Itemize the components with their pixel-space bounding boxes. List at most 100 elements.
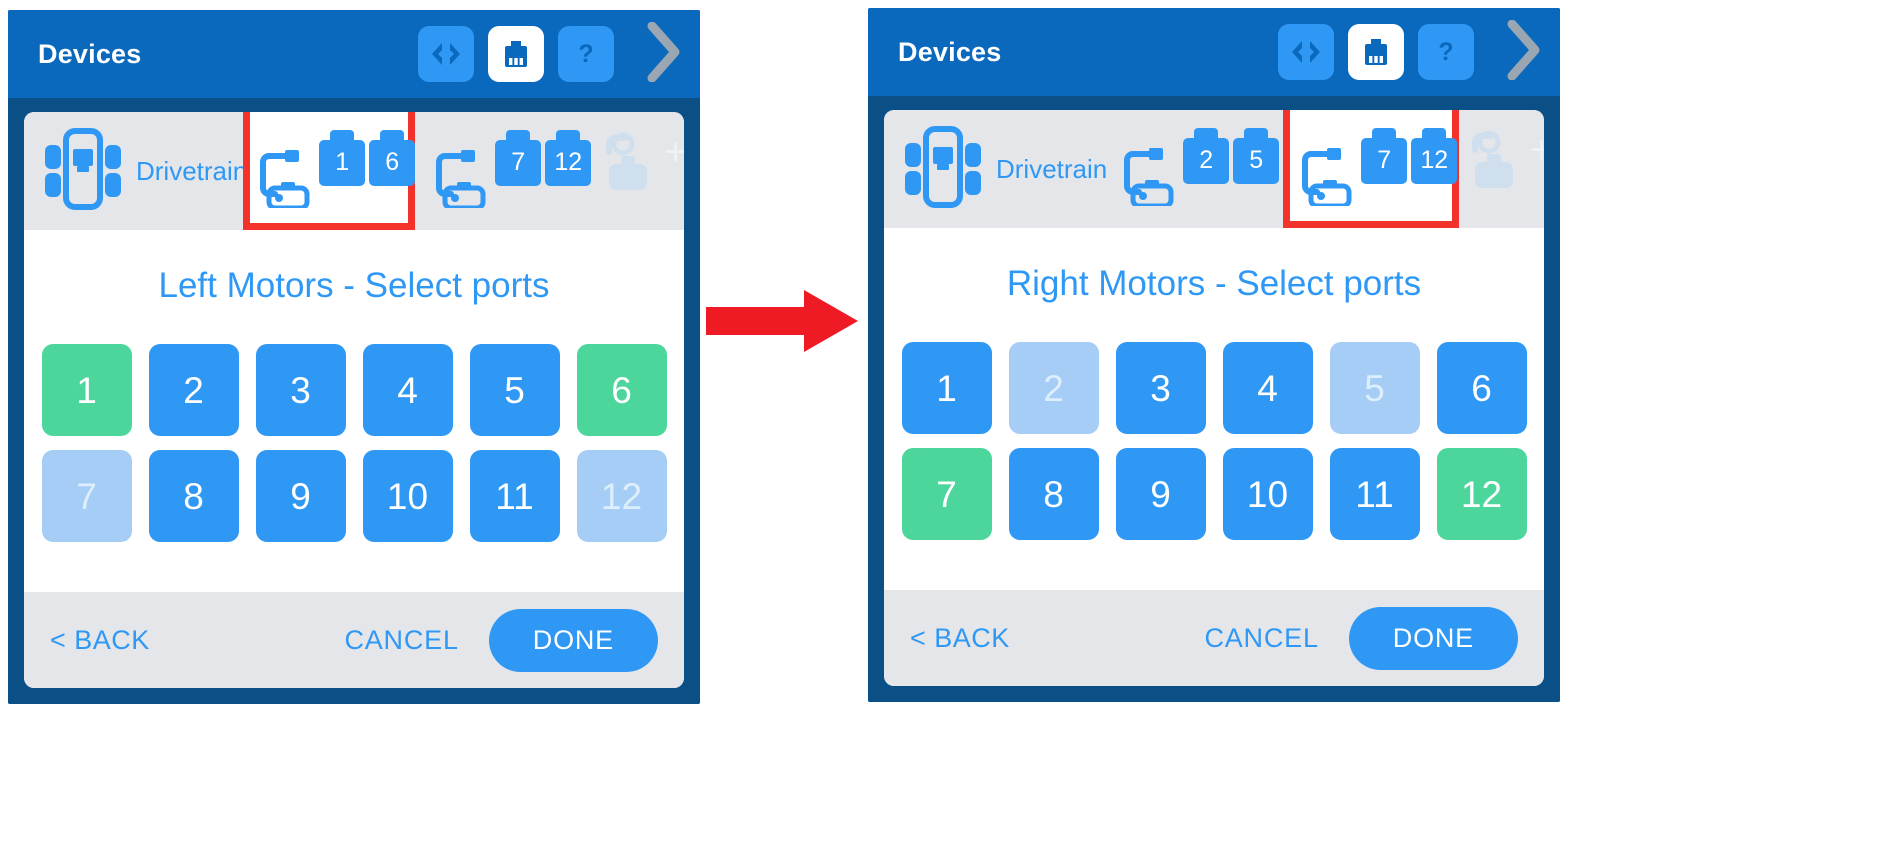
motor-port-chip[interactable]: 12 xyxy=(1411,127,1458,184)
page-title: Devices xyxy=(898,36,1002,67)
port-button-3[interactable]: 3 xyxy=(255,344,346,436)
port-button-4[interactable]: 4 xyxy=(362,344,453,436)
drivetrain-label: Drivetrain xyxy=(136,155,248,186)
header-actions: ? xyxy=(1278,19,1546,85)
app-header-bar: Devices xyxy=(868,8,1560,96)
add-device-button[interactable]: + xyxy=(1465,128,1544,210)
port-button-6[interactable]: 6 xyxy=(576,344,667,436)
back-button[interactable]: < BACK xyxy=(910,622,1010,653)
chip-port-number: 2 xyxy=(1183,137,1230,184)
red-right-arrow-annotation xyxy=(706,290,858,352)
app-body: Drivetrain xyxy=(868,96,1560,702)
device-config-card: Drivetrain xyxy=(24,112,684,688)
motor-port-chip[interactable]: 7 xyxy=(495,129,542,186)
left-motor-group[interactable]: 2 5 xyxy=(1111,122,1287,217)
chip-tab-icon xyxy=(1244,127,1269,141)
port-button-10[interactable]: 10 xyxy=(362,450,453,542)
port-button-7: 7 xyxy=(41,450,132,542)
code-brackets-icon-button[interactable] xyxy=(418,26,474,82)
right-motor-group[interactable]: 7 12 xyxy=(423,124,599,219)
svg-text:?: ? xyxy=(578,40,593,68)
left-motor-group[interactable]: 1 6 xyxy=(243,112,423,230)
chip-port-number: 12 xyxy=(1411,137,1458,184)
brain-device-icon-button[interactable] xyxy=(488,26,544,82)
app-window-right-step: Devices xyxy=(868,8,1560,702)
add-plus-icon: + xyxy=(663,130,684,174)
header-actions: ? xyxy=(418,21,686,87)
done-button[interactable]: DONE xyxy=(1348,606,1518,670)
done-button[interactable]: DONE xyxy=(488,608,658,672)
port-button-4[interactable]: 4 xyxy=(1222,342,1313,434)
motor-wire-icon xyxy=(1297,146,1355,211)
port-button-9[interactable]: 9 xyxy=(1115,448,1206,540)
cancel-button[interactable]: CANCEL xyxy=(344,624,459,655)
chip-port-number: 12 xyxy=(545,139,592,186)
port-button-8[interactable]: 8 xyxy=(1008,448,1099,540)
code-brackets-icon xyxy=(429,41,463,67)
port-button-2[interactable]: 2 xyxy=(148,344,239,436)
port-button-12: 12 xyxy=(576,450,667,542)
code-brackets-icon xyxy=(1289,39,1323,65)
help-question-icon-button[interactable]: ? xyxy=(558,26,614,82)
help-question-icon-button[interactable]: ? xyxy=(1418,24,1474,80)
right-motor-group[interactable]: 7 12 xyxy=(1283,110,1465,228)
vex-brain-icon xyxy=(42,127,124,216)
code-brackets-icon-button[interactable] xyxy=(1278,24,1334,80)
port-button-2: 2 xyxy=(1008,342,1099,434)
port-button-11[interactable]: 11 xyxy=(1329,448,1420,540)
dialog-footer: < BACK CANCEL DONE xyxy=(884,590,1544,686)
motor-port-chip[interactable]: 6 xyxy=(369,129,416,186)
next-step-chevron-button[interactable] xyxy=(640,21,686,87)
motor-port-chip[interactable]: 2 xyxy=(1183,127,1230,184)
port-button-1[interactable]: 1 xyxy=(41,344,132,436)
motor-port-chip[interactable]: 1 xyxy=(319,129,366,186)
motor-port-chip[interactable]: 7 xyxy=(1361,127,1408,184)
app-header-bar: Devices xyxy=(8,10,700,98)
port-button-9[interactable]: 9 xyxy=(255,450,346,542)
add-device-icon xyxy=(599,132,667,208)
motor-wire-icon xyxy=(1119,146,1177,211)
port-button-8[interactable]: 8 xyxy=(148,450,239,542)
help-question-icon: ? xyxy=(1431,37,1461,67)
brain-device-icon xyxy=(1360,36,1392,68)
vex-brain-icon xyxy=(902,125,984,214)
motor-port-chip[interactable]: 12 xyxy=(545,129,592,186)
add-device-button[interactable]: + xyxy=(599,130,684,212)
brain-device-icon-button[interactable] xyxy=(1348,24,1404,80)
chevron-right-icon xyxy=(644,21,682,87)
drivetrain-device-strip: Drivetrain xyxy=(884,110,1544,228)
port-button-12[interactable]: 12 xyxy=(1436,448,1527,540)
drivetrain-label: Drivetrain xyxy=(996,153,1108,184)
svg-text:?: ? xyxy=(1438,38,1453,66)
motor-port-chip[interactable]: 5 xyxy=(1233,127,1280,184)
chip-port-number: 7 xyxy=(1361,137,1408,184)
chip-port-number: 7 xyxy=(495,139,542,186)
add-device-icon xyxy=(1465,130,1533,206)
port-button-11[interactable]: 11 xyxy=(469,450,560,542)
dialog-footer: < BACK CANCEL DONE xyxy=(24,592,684,688)
drivetrain-device-strip: Drivetrain xyxy=(24,112,684,230)
port-selection-panel: Right Motors - Select ports 1 2 3 4 5 6 … xyxy=(884,228,1544,590)
port-button-3[interactable]: 3 xyxy=(1115,342,1206,434)
back-button[interactable]: < BACK xyxy=(50,624,150,655)
cancel-button[interactable]: CANCEL xyxy=(1204,622,1319,653)
panel-title: Left Motors - Select ports xyxy=(158,266,550,305)
page-title: Devices xyxy=(38,38,142,69)
port-button-10[interactable]: 10 xyxy=(1222,448,1313,540)
brain-device-icon xyxy=(500,38,532,70)
motor-wire-icon xyxy=(431,148,489,213)
help-question-icon: ? xyxy=(571,39,601,69)
port-button-1[interactable]: 1 xyxy=(901,342,992,434)
add-plus-icon: + xyxy=(1529,128,1544,172)
device-config-card: Drivetrain xyxy=(884,110,1544,686)
port-button-7[interactable]: 7 xyxy=(901,448,992,540)
port-button-5[interactable]: 5 xyxy=(469,344,560,436)
port-button-5: 5 xyxy=(1329,342,1420,434)
chip-port-number: 6 xyxy=(369,139,416,186)
chip-tab-icon xyxy=(556,129,581,143)
chip-tab-icon xyxy=(1194,127,1219,141)
port-button-6[interactable]: 6 xyxy=(1436,342,1527,434)
next-step-chevron-button[interactable] xyxy=(1500,19,1546,85)
chevron-right-icon xyxy=(1504,19,1542,85)
